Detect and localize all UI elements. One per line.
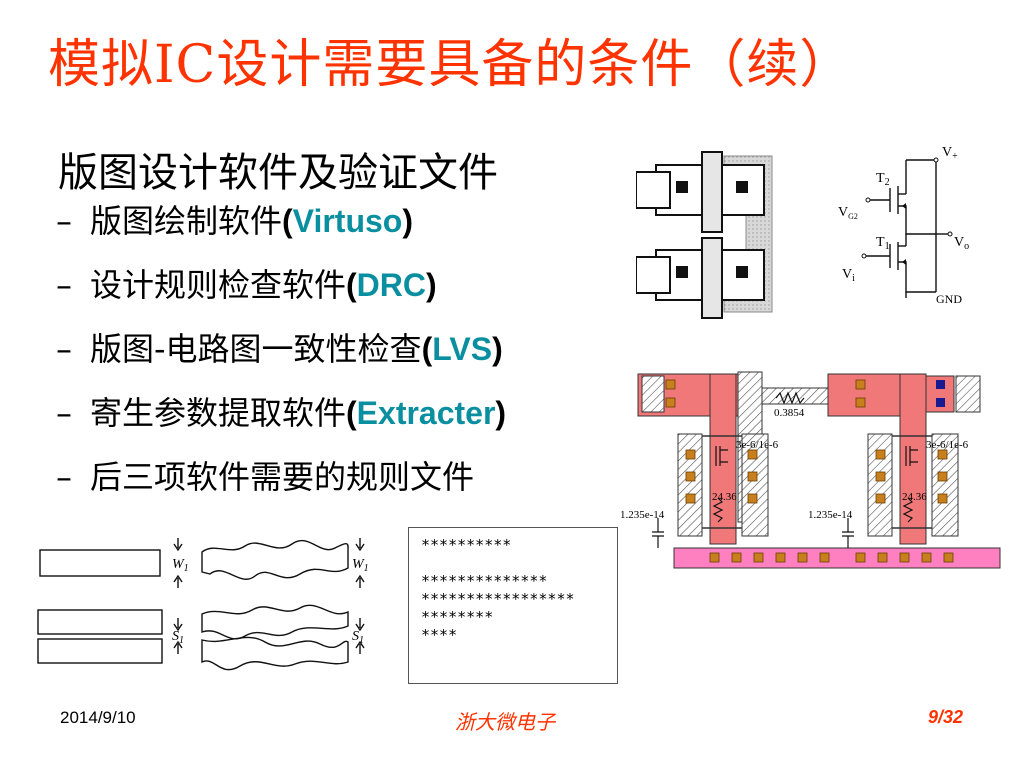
bullet-text: 后三项软件需要的规则文件: [90, 458, 475, 496]
label-r-mid: 0.3854: [774, 407, 805, 419]
bullet-text: 寄生参数提取软件: [90, 394, 347, 432]
bullet-keyword: Extracter: [356, 395, 496, 431]
bullet-paren-close: ): [426, 267, 437, 303]
rule-line: [421, 554, 617, 572]
label-r-left: 24.36: [712, 491, 737, 503]
bullet-item: –版图绘制软件(Virtuso): [56, 203, 506, 239]
label-vplus: V+: [942, 145, 958, 162]
section-heading: 版图设计软件及验证文件: [58, 150, 498, 196]
parasitic-extraction-figure: 0.3854 3e-6/1e-6 3e-6/1e-6 24.36 24.36 1…: [620, 371, 1001, 569]
layout-figure: [636, 151, 773, 319]
bullet-text: 版图-电路图一致性检查: [90, 330, 422, 368]
label-c-right: 1.235e-14: [808, 509, 853, 521]
rule-file-box: ********** ************** **************…: [408, 527, 618, 684]
bullet-text: 版图绘制软件: [90, 202, 283, 240]
design-rules-figure: W1 W1 S1 S1: [37, 538, 369, 671]
bullet-item: –设计规则检查软件(DRC): [56, 267, 506, 303]
bullet-item: –版图-电路图一致性检查(LVS): [56, 331, 506, 367]
label-w-left: W1: [172, 557, 189, 574]
bullet-dash: –: [56, 266, 72, 304]
label-t1: T1: [876, 235, 890, 252]
label-vi: Vi: [842, 267, 855, 284]
rule-line: *****************: [421, 590, 575, 608]
bullet-dash: –: [56, 202, 72, 240]
label-c-left: 1.235e-14: [620, 509, 665, 521]
footer-date: 2014/9/10: [60, 708, 136, 727]
bullet-dash: –: [56, 458, 72, 496]
rule-line: ********: [421, 608, 494, 626]
bullet-keyword: Virtuso: [292, 203, 403, 239]
label-tag-left: 3e-6/1e-6: [736, 439, 779, 451]
bullet-paren-close: ): [492, 331, 503, 367]
label-r-right: 24.36: [902, 491, 927, 503]
label-tag-right: 3e-6/1e-6: [926, 439, 969, 451]
rule-line: **************: [421, 572, 548, 590]
rule-line: **********: [421, 536, 512, 554]
bullet-dash: –: [56, 394, 72, 432]
label-t2: T2: [876, 171, 890, 188]
page-number: 9/32: [928, 707, 964, 727]
label-vg2: VG2: [838, 205, 858, 221]
bullet-list: –版图绘制软件(Virtuso) –设计规则检查软件(DRC) –版图-电路图一…: [56, 203, 506, 523]
bullet-paren-open: (: [346, 395, 357, 431]
label-s-left: S1: [172, 629, 184, 646]
footer-organization: 浙大微电子: [455, 710, 555, 734]
bullet-paren-close: ): [495, 395, 507, 431]
label-w-right: W1: [352, 557, 369, 574]
bullet-item: –后三项软件需要的规则文件: [56, 459, 506, 495]
label-gnd: GND: [936, 292, 962, 306]
label-vo: Vo: [954, 235, 969, 252]
bullet-text: 设计规则检查软件: [90, 266, 347, 304]
cascode-schematic: V+ T2 VG2 T1 Vo Vi GND: [838, 145, 969, 306]
bullet-keyword: DRC: [356, 267, 426, 303]
bullet-item: –寄生参数提取软件(Extracter): [56, 395, 506, 431]
bullet-paren-open: (: [282, 203, 293, 239]
rule-line: ****: [421, 626, 458, 644]
bullet-paren-close: ): [402, 203, 413, 239]
bullet-dash: –: [56, 330, 72, 368]
slide-title: 模拟IC设计需要具备的条件（续）: [48, 35, 853, 95]
bullet-paren-open: (: [346, 267, 357, 303]
bullet-paren-open: (: [421, 331, 433, 367]
bullet-keyword: LVS: [432, 331, 493, 367]
label-s-right: S1: [352, 629, 364, 646]
